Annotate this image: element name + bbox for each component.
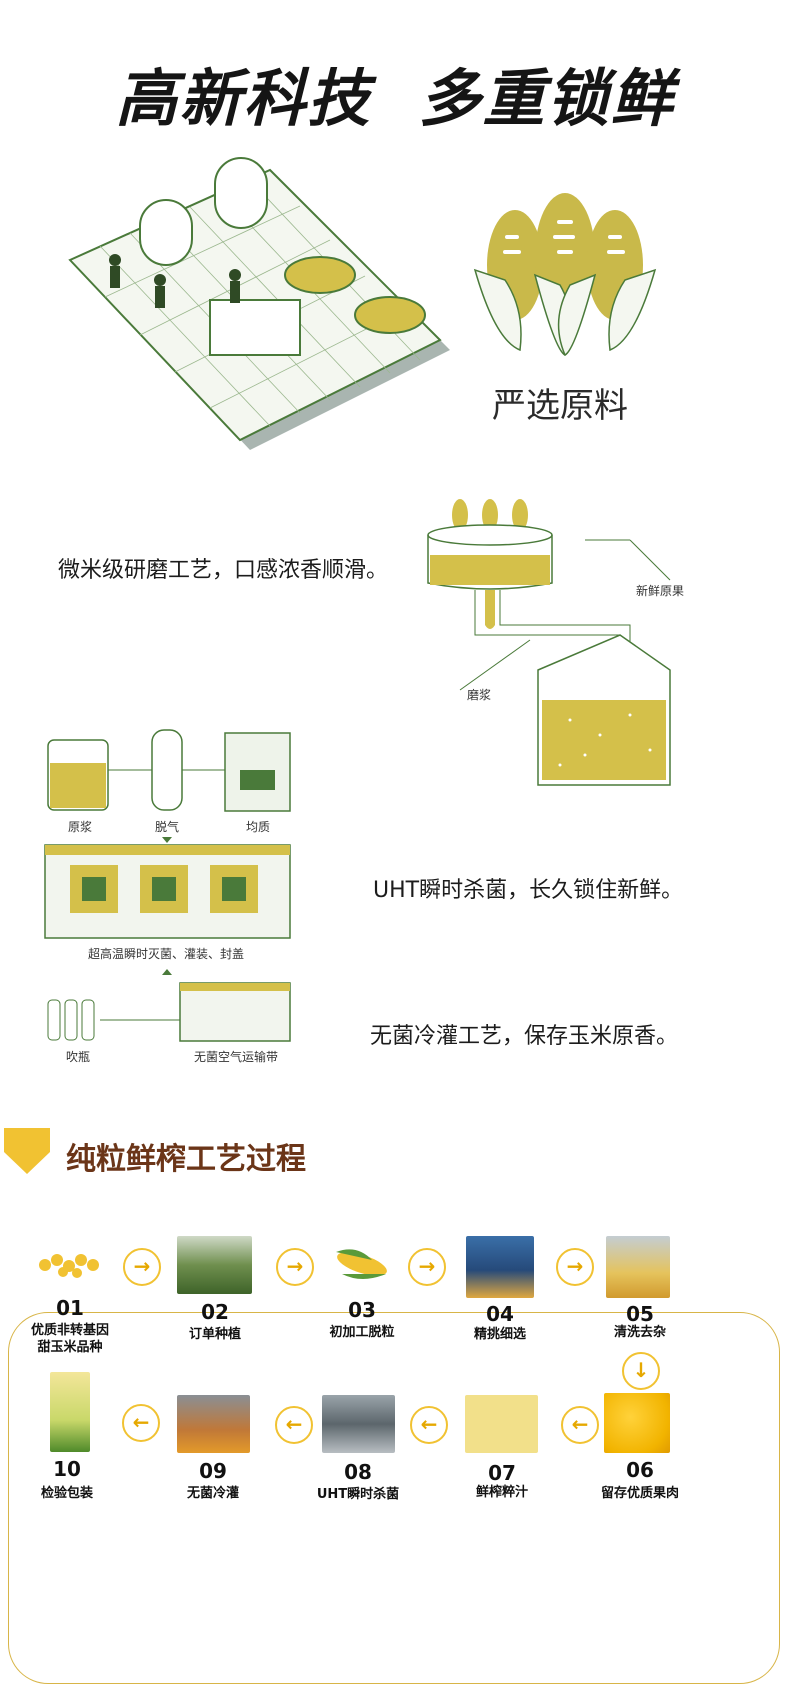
corn-icon	[473, 193, 657, 357]
step-09-number: 09	[199, 1459, 227, 1483]
step-10-label: 检验包装	[40, 1486, 93, 1501]
tank-label-degas: 脱气	[155, 820, 180, 834]
step-10-image	[50, 1372, 90, 1452]
section-marker-icon	[4, 1128, 50, 1174]
step-03-number: 03	[348, 1298, 376, 1322]
step-07-number: 07	[488, 1461, 516, 1485]
step-06-number: 06	[626, 1458, 654, 1482]
step-06-label: 留存优质果肉	[600, 1486, 679, 1501]
factory-illustration	[68, 157, 450, 450]
step-08-label: UHT瞬时杀菌	[316, 1487, 400, 1502]
step-01-label: 优质非转基因 甜玉米品种	[30, 1323, 109, 1355]
step-09-image	[177, 1395, 250, 1453]
step-10-number: 10	[53, 1457, 81, 1481]
step-05-label: 清洗去杂	[613, 1325, 666, 1340]
step-04-number: 04	[486, 1302, 514, 1326]
grinding-caption: 微米级研磨工艺，口感浓香顺滑。	[58, 558, 389, 583]
fresh-fruit-label: 新鲜原果	[636, 584, 685, 598]
step-04-image	[466, 1236, 534, 1298]
step-08-image	[322, 1395, 395, 1453]
step-02-number: 02	[201, 1300, 229, 1324]
fill-caption: 无菌冷灌工艺，保存玉米原香。	[370, 1024, 679, 1049]
step-09-label: 无菌冷灌	[186, 1486, 239, 1501]
step-05-number: 05	[626, 1302, 654, 1326]
step-01-number: 01	[56, 1296, 84, 1320]
step-01-image	[39, 1254, 99, 1278]
arrow-left-icon: ←	[410, 1406, 448, 1444]
step-06-image	[604, 1393, 670, 1453]
bottle-blow-label: 吹瓶	[66, 1050, 91, 1064]
step-03-image	[336, 1249, 387, 1279]
tank-label-raw: 原浆	[68, 820, 93, 834]
arrow-right-icon: →	[408, 1248, 446, 1286]
page-title: 高新科技 多重锁鲜	[115, 62, 675, 135]
grinding-illustration	[427, 499, 671, 786]
step-07-label: 鲜榨粹汁	[475, 1485, 528, 1500]
step-05-image	[606, 1236, 670, 1298]
step-02-image	[177, 1236, 252, 1294]
process-title: 纯粒鲜榨工艺过程	[66, 1142, 306, 1177]
tank-label-homogenize: 均质	[246, 820, 271, 834]
step-02-label: 订单种植	[188, 1327, 241, 1342]
process-panel	[8, 1312, 780, 1684]
uht-caption: UHT瞬时杀菌，长久锁住新鲜。	[373, 878, 684, 903]
arrow-left-icon: ←	[275, 1406, 313, 1444]
step-08-number: 08	[344, 1460, 372, 1484]
step-07-image	[465, 1395, 538, 1453]
arrow-left-icon: ←	[122, 1404, 160, 1442]
arrow-left-icon: ←	[561, 1406, 599, 1444]
uht-flow-illustration	[44, 729, 291, 1042]
sterilize-label: 超高温瞬时灭菌、灌装、封盖	[88, 947, 245, 961]
arrow-right-icon: →	[276, 1248, 314, 1286]
step-04-label: 精挑细选	[473, 1327, 526, 1342]
arrow-right-icon: →	[556, 1248, 594, 1286]
step-03-label: 初加工脱粒	[329, 1325, 395, 1340]
raw-material-caption: 严选原料	[492, 386, 628, 426]
arrow-right-icon: →	[123, 1248, 161, 1286]
conveyor-label: 无菌空气运输带	[194, 1050, 279, 1064]
grind-label: 磨浆	[467, 688, 492, 702]
arrow-down-icon: ↓	[622, 1352, 660, 1390]
